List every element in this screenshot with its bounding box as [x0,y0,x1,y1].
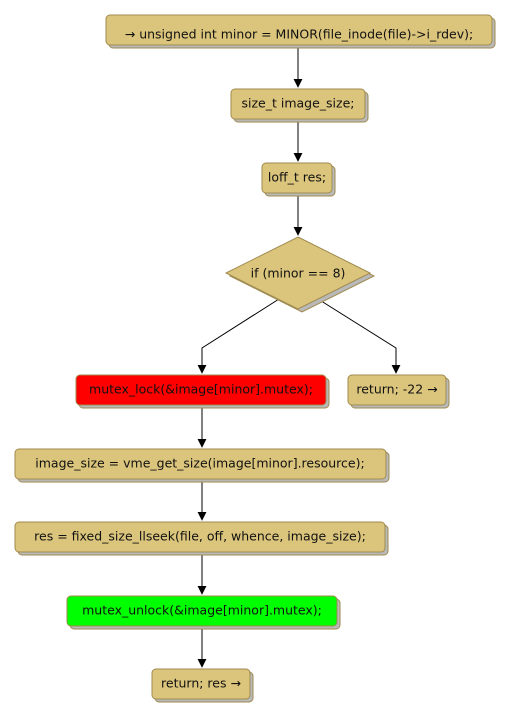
node-decl-image-size: size_t image_size; [230,88,369,123]
node-return-error: return; -22 → [347,374,450,409]
edge-decision-to-return-error [317,298,401,374]
node-mutex-lock: mutex_lock(&image[minor].mutex); [75,374,330,409]
node-mutex-unlock: mutex_unlock(&image[minor].mutex); [66,595,341,630]
node-start: → unsigned int minor = MINOR(file_inode(… [105,14,496,49]
node-mutex-unlock-label: mutex_unlock(&image[minor].mutex); [82,603,322,618]
edge-decision-to-mutex-lock [197,298,280,374]
node-return-error-label: return; -22 → [356,382,437,397]
node-llseek-label: res = fixed_size_llseek(file, off, whenc… [34,529,366,544]
node-start-label: → unsigned int minor = MINOR(file_inode(… [125,27,474,42]
node-decl-image-size-label: size_t image_size; [242,96,355,111]
node-decl-res: loff_t res; [261,162,336,197]
node-get-size-label: image_size = vme_get_size(image[minor].r… [35,456,364,471]
node-decl-res-label: loff_t res; [268,170,326,185]
node-llseek: res = fixed_size_llseek(file, off, whenc… [14,521,389,556]
node-get-size: image_size = vme_get_size(image[minor].r… [14,448,390,483]
node-decision-label: if (minor == 8) [251,266,346,281]
node-mutex-lock-label: mutex_lock(&image[minor].mutex); [89,382,313,397]
node-decision: if (minor == 8) [224,236,376,313]
node-return-res-label: return; res → [161,676,241,691]
node-return-res: return; res → [151,668,254,703]
